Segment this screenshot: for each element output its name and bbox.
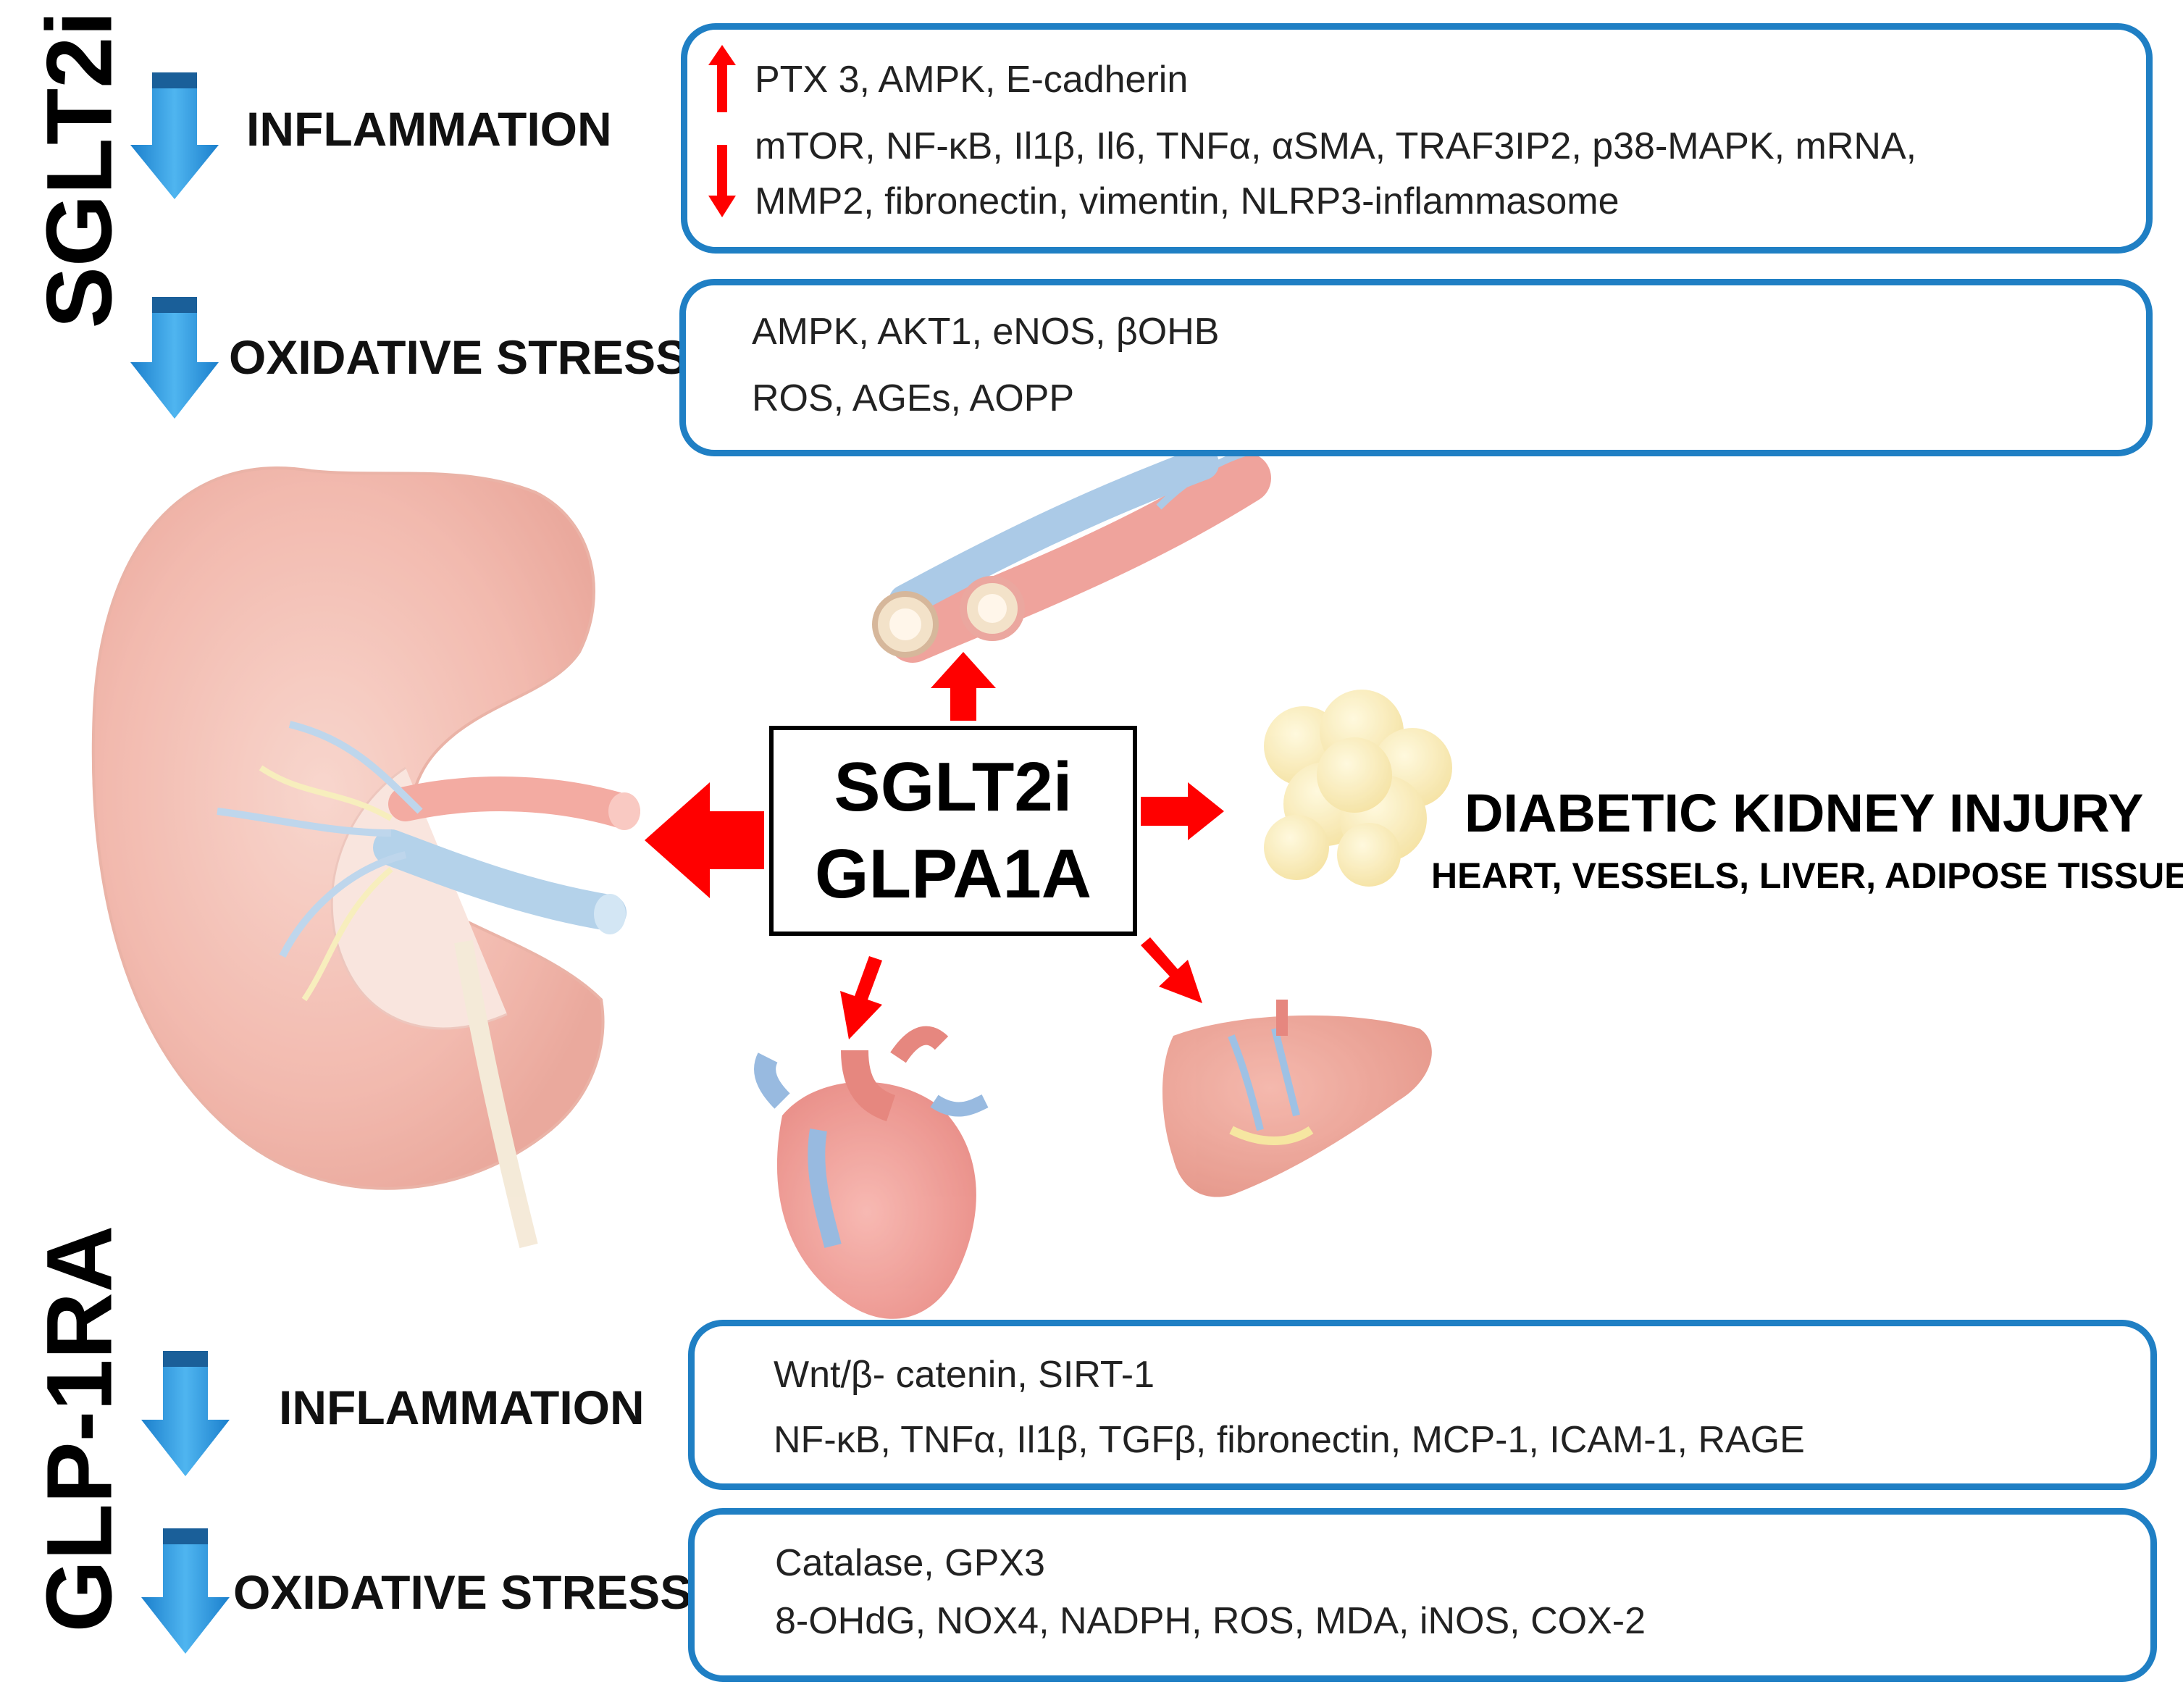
glp1ra-inflammation-up: Wnt/β- catenin, SIRT-1 (774, 1354, 1155, 1396)
sglt2i-inflammation-box (681, 23, 2153, 254)
center-line-1: SGLT2i (834, 748, 1073, 826)
arrow-to-adipose (1141, 782, 1224, 840)
heart-illustration (754, 1026, 989, 1319)
sglt2i-oxidative-up: AMPK, AKT1, eNOS, βOHB (752, 311, 1220, 353)
center-drug-box: SGLT2i GLPA1A (769, 726, 1137, 936)
glp1ra-inflammation-box (688, 1320, 2157, 1490)
adipose-illustration (1264, 690, 1452, 887)
sglt2i-inflammation-label: INFLAMMATION (246, 102, 612, 156)
down-arrow-icon (141, 1528, 230, 1654)
targets-title: DIABETIC KIDNEY INJURY (1465, 783, 2144, 843)
center-line-2: GLPA1A (814, 835, 1092, 913)
glp1ra-oxidative-box (688, 1508, 2157, 1682)
sglt2i-inflammation-down-2: MMP2, fibronectin, vimentin, NLRP3-infla… (755, 180, 1620, 222)
sglt2i-inflammation-down-1: mTOR, NF-κB, Il1β, Il6, TNFα, αSMA, TRAF… (755, 125, 1917, 167)
kidney-illustration (91, 466, 640, 1249)
sglt2i-oxidative-down: ROS, AGEs, AOPP (752, 377, 1075, 419)
down-arrow-icon (141, 1351, 230, 1476)
targets-subtitle: HEART, VESSELS, LIVER, ADIPOSE TISSUE (1431, 855, 2183, 896)
glp1ra-oxidative-down: 8-OHdG, NOX4, NADPH, ROS, MDA, iNOS, COX… (775, 1600, 1646, 1642)
up-arrow-icon (708, 45, 736, 112)
sglt2i-oxidative-label: OXIDATIVE STRESS (229, 330, 688, 384)
arrow-to-liver (1141, 937, 1202, 1003)
glp1ra-oxidative-label: OXIDATIVE STRESS (233, 1565, 692, 1619)
arrow-to-heart (840, 956, 882, 1039)
down-arrow-icon (130, 72, 219, 199)
arrow-to-vessels (931, 652, 996, 721)
sglt2i-oxidative-box (679, 279, 2153, 456)
down-arrow-icon (130, 297, 219, 419)
glp1ra-inflammation-label: INFLAMMATION (279, 1381, 645, 1434)
glp1ra-oxidative-up: Catalase, GPX3 (775, 1542, 1045, 1584)
liver-illustration (1162, 1000, 1432, 1197)
vessel-illustration (872, 438, 1290, 663)
sglt2i-inflammation-up: PTX 3, AMPK, E-cadherin (755, 59, 1189, 101)
glp1ra-inflammation-down: NF-κB, TNFα, Il1β, TGFβ, fibronectin, MC… (774, 1419, 1805, 1461)
down-arrow-icon (708, 145, 736, 217)
arrow-to-kidney (645, 782, 764, 898)
